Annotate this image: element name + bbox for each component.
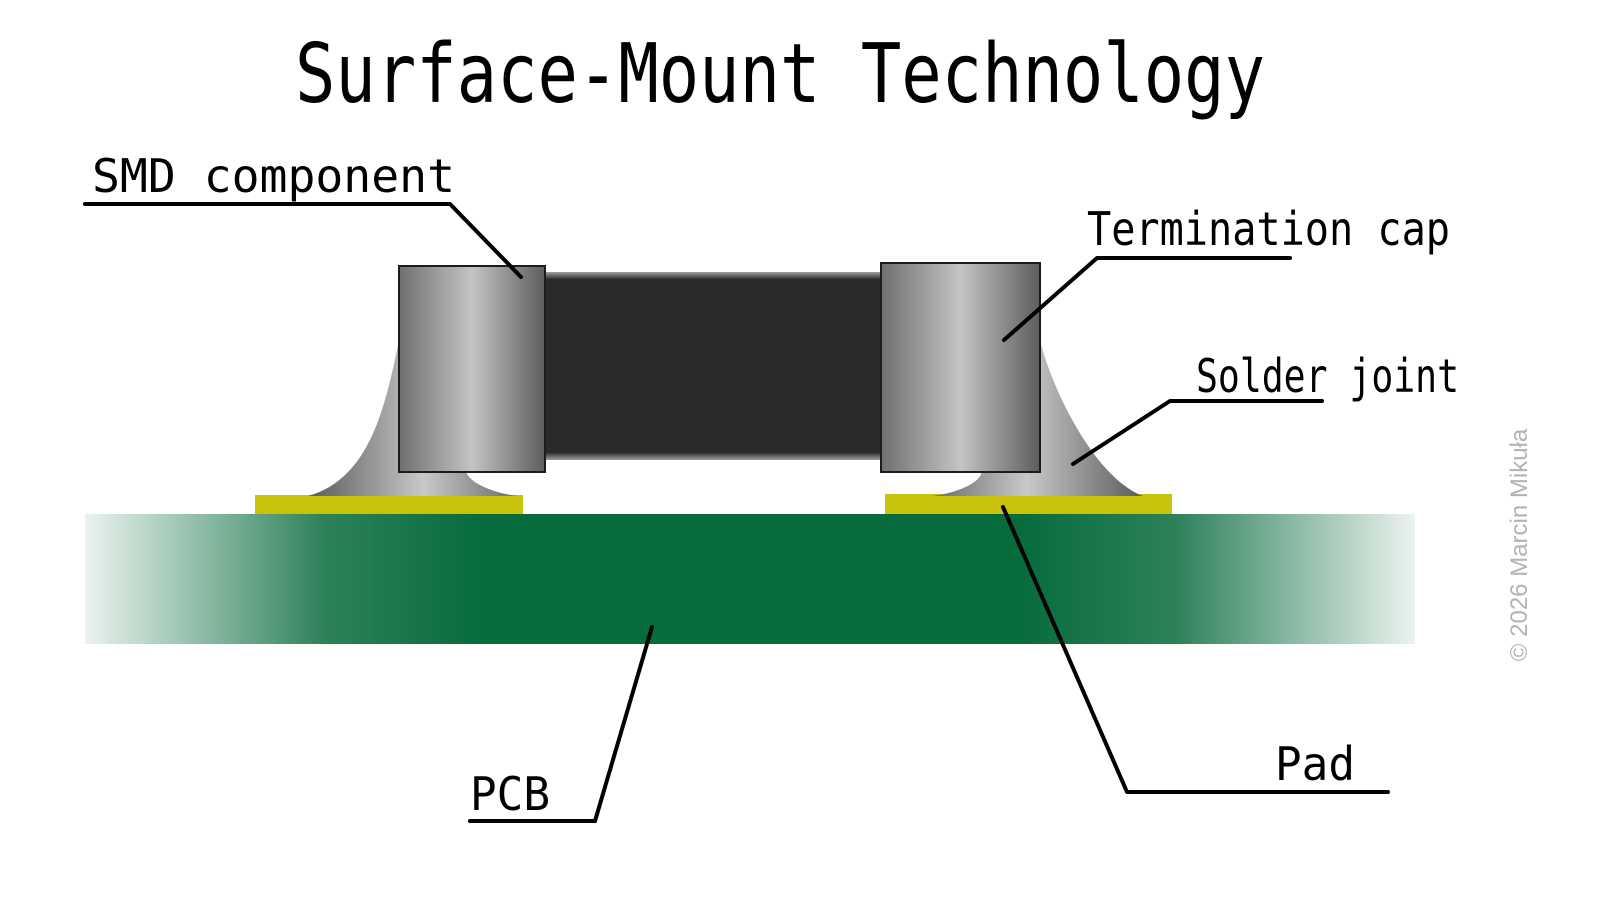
copyright-credit: © 2026 Marcin Mikuła (1506, 428, 1533, 661)
left-pad (255, 495, 523, 514)
right-solder-joint (932, 340, 1143, 496)
pcb-label: PCB (470, 767, 550, 821)
smd-component-label: SMD component (92, 149, 455, 203)
pcb-board (85, 514, 1415, 644)
left-termination-cap (398, 265, 546, 473)
smd-component-leader-line (83, 202, 523, 279)
solder-joint-leader-line (1071, 399, 1324, 466)
solder-joint-label: Solder joint (1196, 349, 1459, 403)
page-title: Surface-Mount Technology (295, 27, 1265, 122)
right-pad (885, 494, 1172, 514)
pad-leader-line (1001, 505, 1390, 794)
termination-cap-label: Termination cap (1087, 202, 1450, 256)
right-termination-cap (880, 262, 1041, 473)
component-body (544, 272, 882, 460)
pcb-leader-line (468, 625, 654, 823)
termination-cap-leader-line (1002, 256, 1292, 342)
pad-label: Pad (1275, 737, 1355, 791)
